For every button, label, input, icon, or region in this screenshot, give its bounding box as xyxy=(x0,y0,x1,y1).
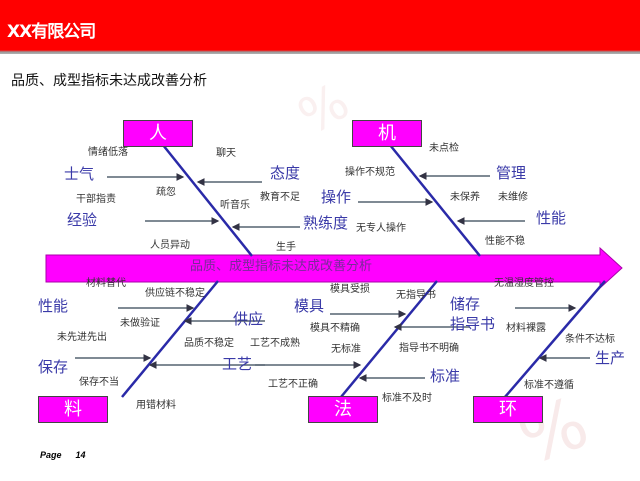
header-bar xyxy=(0,0,640,54)
sub-cause: 未维修 xyxy=(498,192,528,203)
bone-material xyxy=(121,280,219,398)
company-logo: XX有限公司 xyxy=(7,22,96,42)
category-machine: 机 xyxy=(352,120,422,147)
category-man: 人 xyxy=(123,120,193,147)
cause-label: 标准 xyxy=(430,367,461,385)
cause-label: 态度 xyxy=(270,164,301,182)
category-environment: 环 xyxy=(473,396,543,423)
sub-cause: 模具不精确 xyxy=(310,323,360,334)
sub-cause: 供应链不稳定 xyxy=(145,288,205,299)
sub-cause: 材料裸露 xyxy=(506,323,546,334)
page-number: 14 xyxy=(75,450,86,460)
cause-label: 供应 xyxy=(233,310,264,328)
cause-label: 操作 xyxy=(321,188,352,206)
sub-cause: 标准不遵循 xyxy=(524,380,574,391)
sub-cause: 保存不当 xyxy=(79,377,119,388)
sub-cause: 条件不达标 xyxy=(565,334,615,345)
sub-cause: 未做验证 xyxy=(120,318,160,329)
cause-label: 指导书 xyxy=(450,315,496,333)
sub-cause: 品质不稳定 xyxy=(184,338,234,349)
cause-label: 经验 xyxy=(67,211,98,229)
bone-man xyxy=(162,144,253,257)
sub-cause: 未点检 xyxy=(429,143,459,154)
sub-cause: 未先进先出 xyxy=(57,332,107,343)
cause-label: 模具 xyxy=(294,297,325,315)
sub-cause: 人员异动 xyxy=(150,240,190,251)
page-label: Page xyxy=(40,450,62,460)
sub-cause: 听音乐 xyxy=(220,200,250,211)
effect-arrow xyxy=(45,246,623,290)
sub-cause: 无温湿度管控 xyxy=(494,278,554,289)
sub-cause: 模具受损 xyxy=(330,284,370,295)
sub-cause: 无标准 xyxy=(331,344,361,355)
category-method: 法 xyxy=(308,396,378,423)
sub-cause: 疏忽 xyxy=(156,187,176,198)
slide-title: 品质、成型指标未达成改善分析 xyxy=(11,73,207,89)
cause-label: 管理 xyxy=(496,164,527,182)
category-material: 料 xyxy=(38,396,108,423)
cause-label: 熟练度 xyxy=(303,214,349,232)
cause-label: 保存 xyxy=(38,358,69,376)
sub-cause: 情绪低落 xyxy=(88,147,128,158)
sub-cause: 操作不规范 xyxy=(345,167,395,178)
page-footer: Page 14 xyxy=(40,450,100,460)
sub-cause: 干部指责 xyxy=(76,194,116,205)
sub-cause: 指导书不明确 xyxy=(399,343,459,354)
cause-label: 储存 xyxy=(450,295,481,313)
cause-label: 工艺 xyxy=(222,355,253,373)
cause-label: 生产 xyxy=(595,349,626,367)
cause-label: 士气 xyxy=(64,165,95,183)
sub-cause: 工艺不成熟 xyxy=(250,338,300,349)
cause-label: 性能 xyxy=(536,209,567,227)
sub-cause: 生手 xyxy=(276,242,296,253)
sub-cause: 工艺不正确 xyxy=(268,379,318,390)
sub-cause: 聊天 xyxy=(216,148,236,159)
bone-method xyxy=(340,280,438,398)
effect-label: 品质、成型指标未达成改善分析 xyxy=(190,259,373,274)
bone-environment xyxy=(504,280,606,398)
sub-cause: 性能不稳 xyxy=(485,236,525,247)
sub-cause: 无指导书 xyxy=(396,290,436,301)
sub-cause: 材料替代 xyxy=(86,278,126,289)
sub-cause: 标准不及时 xyxy=(382,393,432,404)
sub-cause: 未保养 xyxy=(450,192,480,203)
bone-machine xyxy=(389,144,481,257)
sub-cause: 用错材料 xyxy=(136,400,176,411)
sub-cause: 教育不足 xyxy=(260,192,300,203)
cause-label: 性能 xyxy=(38,297,69,315)
sub-cause: 无专人操作 xyxy=(356,223,406,234)
